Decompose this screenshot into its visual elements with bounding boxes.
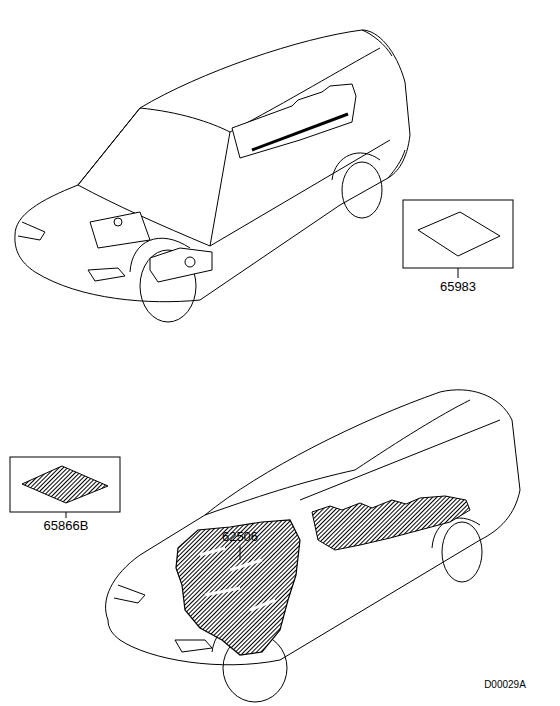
callout-number: 65983 <box>440 280 476 293</box>
drawing-code: D00029A <box>484 680 526 690</box>
callout-number: 62506 <box>222 530 258 543</box>
callout-number: 65866B <box>44 519 89 532</box>
